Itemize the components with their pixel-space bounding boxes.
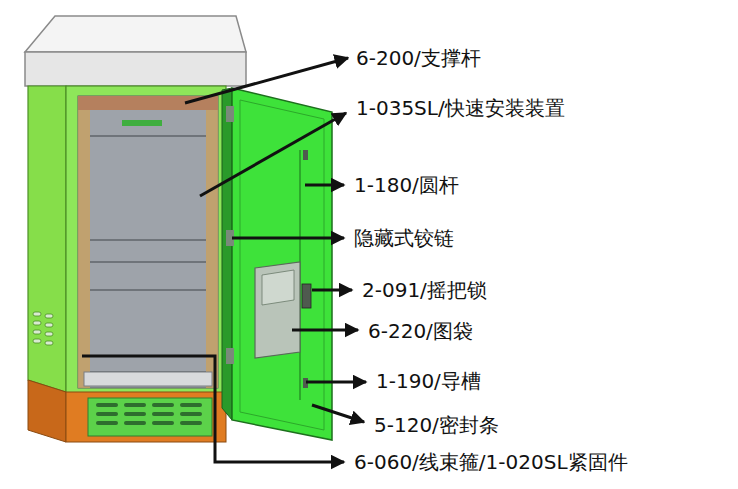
- plinth-front: [66, 392, 226, 442]
- leader-lines: [82, 58, 366, 462]
- label-slot: 隐藏式铰链: [354, 226, 454, 250]
- door: [232, 88, 332, 440]
- roof-top: [25, 16, 246, 52]
- label-slot: 6-200/支撑杆: [356, 46, 481, 70]
- handle-lock: [302, 284, 311, 308]
- part-label: 隐藏式铰链: [354, 226, 454, 250]
- roof-front: [25, 52, 246, 86]
- leader-line: [185, 58, 348, 103]
- label-slot: 5-120/密封条: [374, 413, 499, 437]
- hinges: [226, 106, 234, 364]
- label-slot: 6-220/图袋: [368, 319, 473, 343]
- label-slot: 1-035SL/快速安装装置: [356, 96, 565, 120]
- part-label: 6-200/支撑杆: [356, 46, 481, 70]
- map-pocket: [255, 262, 300, 358]
- shelves: [90, 136, 206, 372]
- part-label: 6-220/图袋: [368, 319, 473, 343]
- cabinet-frame: [66, 86, 226, 396]
- leader-line: [82, 356, 344, 462]
- part-label: 2-091/摇把锁: [362, 278, 487, 302]
- part-label: 1-190/导槽: [376, 369, 481, 393]
- name-plate: [122, 120, 162, 126]
- side-rail: [78, 110, 90, 388]
- inner-panel: [78, 96, 218, 388]
- part-label: 6-060/线束箍/1-020SL紧固件: [354, 450, 628, 474]
- part-label: 1-035SL/快速安装装置: [356, 96, 565, 120]
- side-rail: [206, 110, 218, 388]
- label-slot: 6-060/线束箍/1-020SL紧固件: [354, 450, 628, 474]
- leader-line: [305, 184, 344, 187]
- vent-slots: [96, 403, 202, 425]
- leader-line: [312, 289, 352, 292]
- top-strip: [78, 96, 218, 110]
- map-pocket-fold: [262, 270, 294, 305]
- leader-line: [292, 329, 358, 332]
- cable-tray: [84, 372, 212, 386]
- leader-line: [306, 381, 366, 384]
- leader-line: [312, 405, 364, 422]
- label-slot: 1-190/导槽: [376, 369, 481, 393]
- vent-panel: [88, 398, 212, 436]
- part-label: 1-180/圆杆: [354, 173, 459, 197]
- rod-guide: [303, 150, 308, 160]
- label-slot: 1-180/圆杆: [354, 173, 459, 197]
- cabinet-side: [28, 86, 66, 392]
- door-edge: [222, 88, 232, 420]
- leader-line: [232, 237, 344, 240]
- part-label: 5-120/密封条: [374, 413, 499, 437]
- label-slot: 2-091/摇把锁: [362, 278, 487, 302]
- plinth-side: [28, 380, 66, 442]
- leader-line: [200, 113, 346, 196]
- side-vents: [33, 312, 53, 345]
